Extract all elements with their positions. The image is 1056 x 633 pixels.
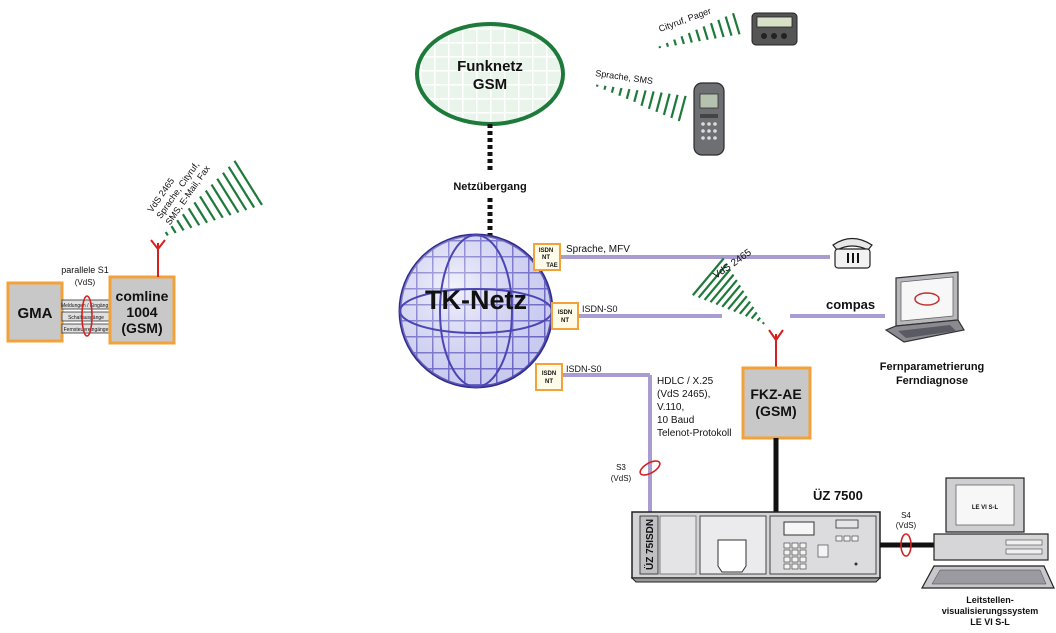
isdn-nt-badge-1: ISDN NT — [551, 302, 579, 330]
signal-label-2: Schaltausgänge — [68, 315, 104, 321]
funknetz-label-2: GSM — [473, 76, 507, 93]
s4-label: S4 — [901, 511, 911, 520]
wireless-waves-phone — [595, 84, 687, 122]
funknetz-gsm[interactable]: Funknetz GSM — [415, 22, 565, 126]
fern-label-1: Fernparametrierung — [880, 361, 985, 373]
gma-box[interactable] — [6, 281, 64, 343]
protocol-label: HDLC / X.25 (VdS 2465), V.110, 10 Baud T… — [657, 376, 731, 439]
comline-label-1: comline — [116, 288, 169, 304]
isdn-s0-label-1: ISDN-S0 — [582, 304, 618, 314]
comline-label-3: (GSM) — [121, 320, 162, 336]
svg-text:V.110,: V.110, — [657, 402, 684, 413]
parallel-s1-label: parallele S1 — [61, 265, 109, 275]
svg-text:FKZ-AE: FKZ-AE — [750, 386, 801, 402]
svg-text:ISDN: ISDN — [558, 310, 572, 316]
uz-7500-device[interactable]: ÜZ 75ISDN — [630, 511, 882, 583]
svg-text:TAE: TAE — [546, 263, 558, 269]
svg-text:Telenot-Protokoll: Telenot-Protokoll — [657, 428, 731, 439]
levis-logo-text: LE VI S-L — [972, 505, 999, 511]
svg-text:ISDN: ISDN — [539, 248, 553, 254]
svg-text:(VdS 2465),: (VdS 2465), — [657, 389, 710, 400]
gma-label: GMA — [18, 305, 53, 322]
mobile-phone-icon[interactable] — [693, 82, 725, 156]
workstation-icon[interactable]: LE VI S-L — [920, 477, 1055, 589]
fkz-ae-box[interactable]: FKZ-AE (GSM) — [741, 366, 812, 440]
parallel-vds-label: (VdS) — [75, 278, 96, 287]
svg-text:ISDN: ISDN — [542, 371, 556, 377]
antenna-icon — [150, 239, 166, 277]
svg-text:HDLC / X.25: HDLC / X.25 — [657, 376, 714, 387]
wireless-waves-pager — [658, 12, 741, 49]
s4-vds-label: (VdS) — [896, 521, 917, 530]
svg-text:NT: NT — [561, 318, 569, 324]
s3-vds-label: (VdS) — [611, 474, 632, 483]
svg-text:NT: NT — [542, 255, 550, 261]
telephone-icon[interactable] — [832, 237, 873, 269]
s3-label: S3 — [616, 463, 626, 472]
svg-text:NT: NT — [545, 379, 553, 385]
wireless-waves-left — [164, 160, 263, 237]
uz-side-label: ÜZ 75ISDN — [643, 519, 656, 570]
isdn-nt-tae-badge: ISDN NT TAE — [533, 243, 561, 271]
tk-netz-globe[interactable]: TK-Netz — [398, 233, 554, 389]
compas-label: compas — [826, 297, 875, 312]
pager-icon[interactable] — [751, 12, 798, 46]
left-group: GMA Meldungen / Eingänge Schaltausgänge … — [6, 160, 263, 345]
sprache-mfv-label: Sprache, MFV — [566, 244, 630, 255]
netzuebergang-label: Netzübergang — [453, 181, 526, 193]
comline-label-2: 1004 — [126, 304, 157, 320]
leit-label-2: visualisierungssystem — [942, 606, 1039, 616]
leit-label-3: LE VI S-L — [970, 617, 1010, 627]
comline-box[interactable] — [108, 275, 176, 345]
tk-netz-label: TK-Netz — [425, 285, 527, 315]
svg-text:10 Baud: 10 Baud — [657, 415, 694, 426]
signal-label-1: Meldungen / Eingänge — [61, 303, 111, 309]
signal-arrows: Meldungen / Eingänge Schaltausgänge Fern… — [61, 295, 111, 337]
sprache-sms-label: Sprache, SMS — [595, 68, 654, 86]
isdn-nt-badge-2: ISDN NT — [535, 363, 563, 391]
antenna-fkz-icon — [768, 329, 784, 368]
uz-7500-label: ÜZ 7500 — [813, 488, 863, 503]
s4-marker — [900, 533, 912, 557]
signal-label-3: Fernsteuereingänge — [64, 327, 109, 333]
s3-marker — [639, 460, 661, 476]
svg-text:(GSM): (GSM) — [755, 403, 796, 419]
laptop-icon[interactable] — [884, 271, 965, 343]
funknetz-label-1: Funknetz — [457, 58, 523, 75]
leit-label-1: Leitstellen- — [966, 595, 1014, 605]
wireless-waves-fkz — [691, 257, 765, 325]
isdn-s0-label-2: ISDN-S0 — [566, 364, 602, 374]
fern-label-2: Ferndiagnose — [896, 375, 968, 387]
